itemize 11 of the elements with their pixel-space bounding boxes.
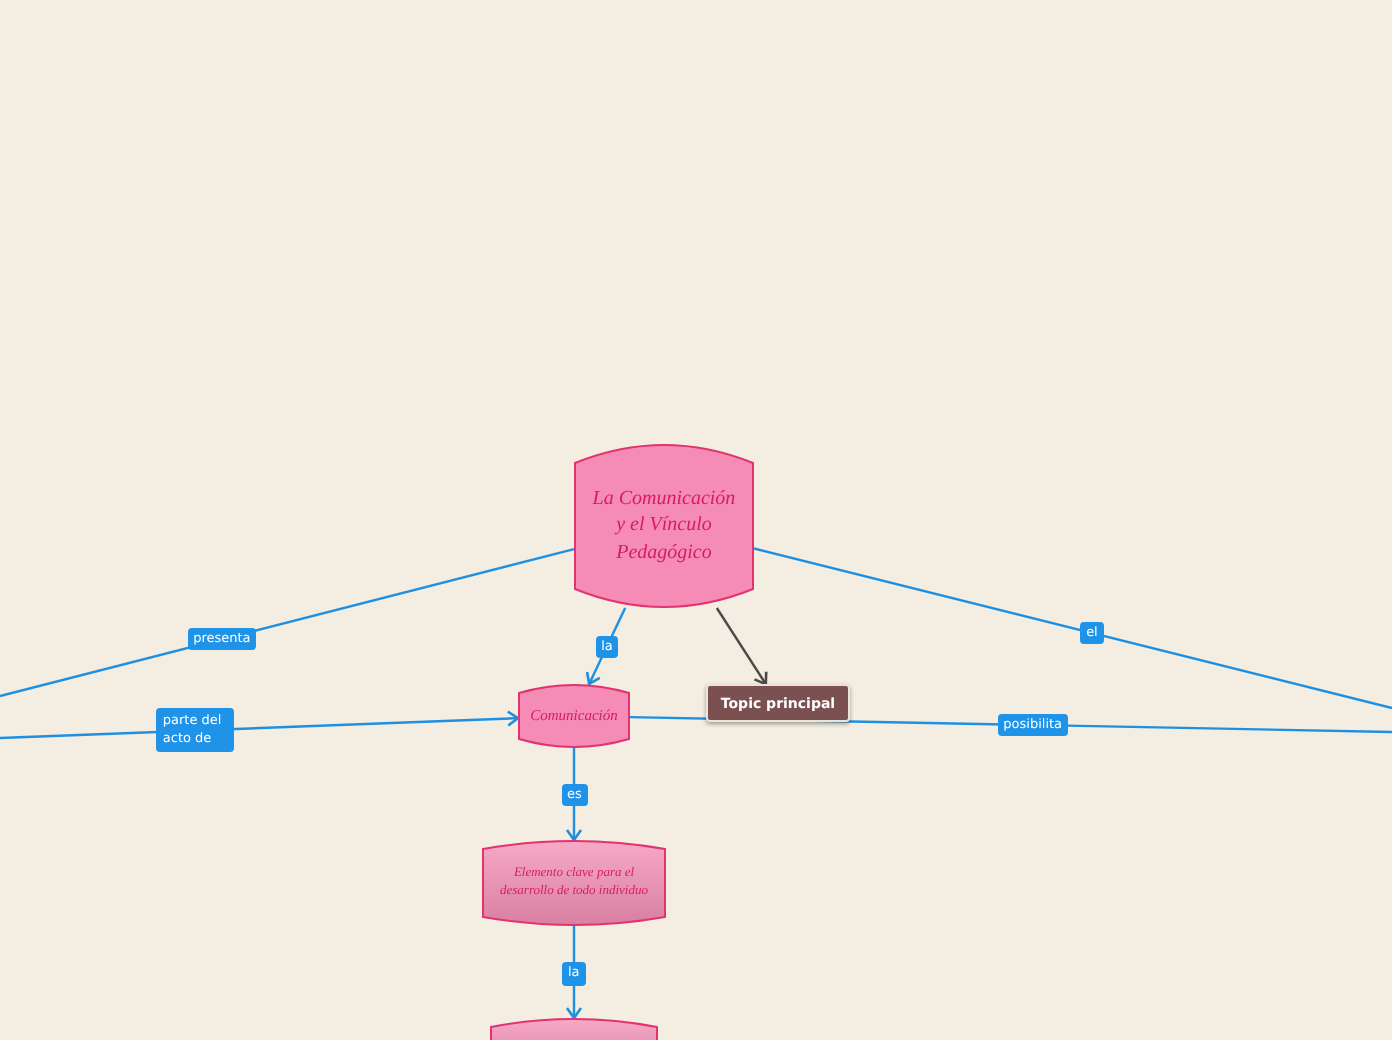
topic-node: [574, 444, 754, 608]
arrow: [565, 926, 583, 1020]
arrow: [585, 607, 627, 686]
topic-node: [482, 840, 666, 926]
node-text: La Comunicación y el Vínculo Pedagógico: [590, 485, 738, 567]
arrow: [715, 607, 768, 686]
connector-line: [0, 547, 575, 698]
connector-line: [753, 547, 1392, 710]
topic-node: [518, 684, 630, 748]
arrow: [565, 748, 583, 842]
topic-node: [490, 1018, 658, 1040]
